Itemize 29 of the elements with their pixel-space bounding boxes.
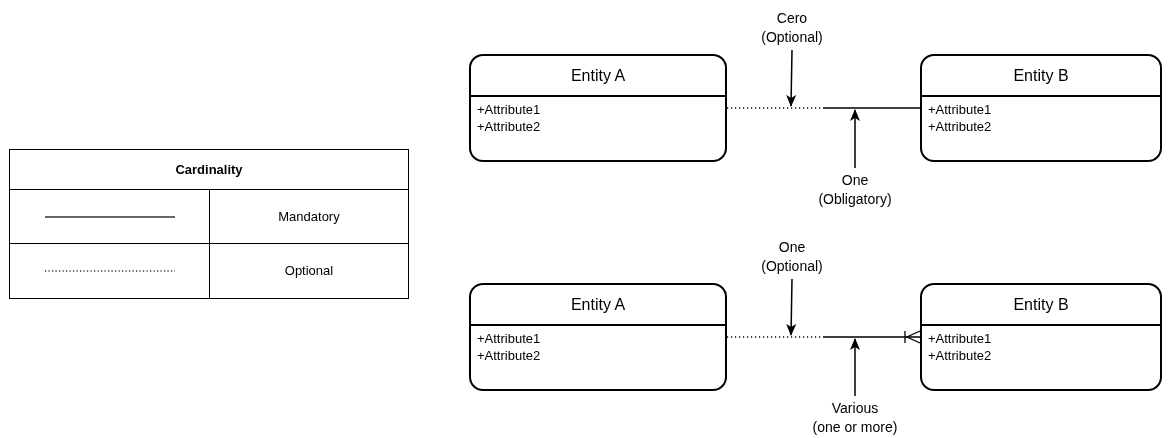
relationship-line <box>726 107 921 109</box>
attribute-text: +Attribute2 <box>928 118 992 135</box>
attribute-text: +Attribute2 <box>928 347 992 364</box>
entity-name: Entity B <box>1013 294 1069 315</box>
callout-label: Various (one or more) <box>785 398 925 438</box>
table-heading: Cardinality <box>175 160 243 179</box>
attribute-text: +Attribute1 <box>928 330 992 347</box>
entity-box <box>920 283 1162 391</box>
attribute-text: +Attribute1 <box>928 101 992 118</box>
attribute-text: +Attribute2 <box>477 347 541 364</box>
entity-name: Entity A <box>570 65 626 86</box>
callout-label: Cero (Optional) <box>737 8 847 48</box>
entity-name: Entity B <box>1013 65 1069 86</box>
legend-text: Mandatory <box>278 207 340 226</box>
attribute-text: +Attribute2 <box>477 118 541 135</box>
relationship-line <box>726 330 921 344</box>
entity-name: Entity A <box>570 294 626 315</box>
legend-text: Optional <box>284 262 334 281</box>
callout-label: One (Optional) <box>737 237 847 277</box>
leader-arrow <box>850 109 860 169</box>
callout-label: One (Obligatory) <box>795 170 915 210</box>
leader-arrow <box>850 338 860 397</box>
entity-box <box>920 54 1162 162</box>
attribute-text: +Attribute1 <box>477 101 541 118</box>
leader-arrow <box>786 278 797 336</box>
entity-box <box>469 283 727 391</box>
entity-box <box>469 54 727 162</box>
leader-arrow <box>786 49 797 107</box>
attribute-text: +Attribute1 <box>477 330 541 347</box>
